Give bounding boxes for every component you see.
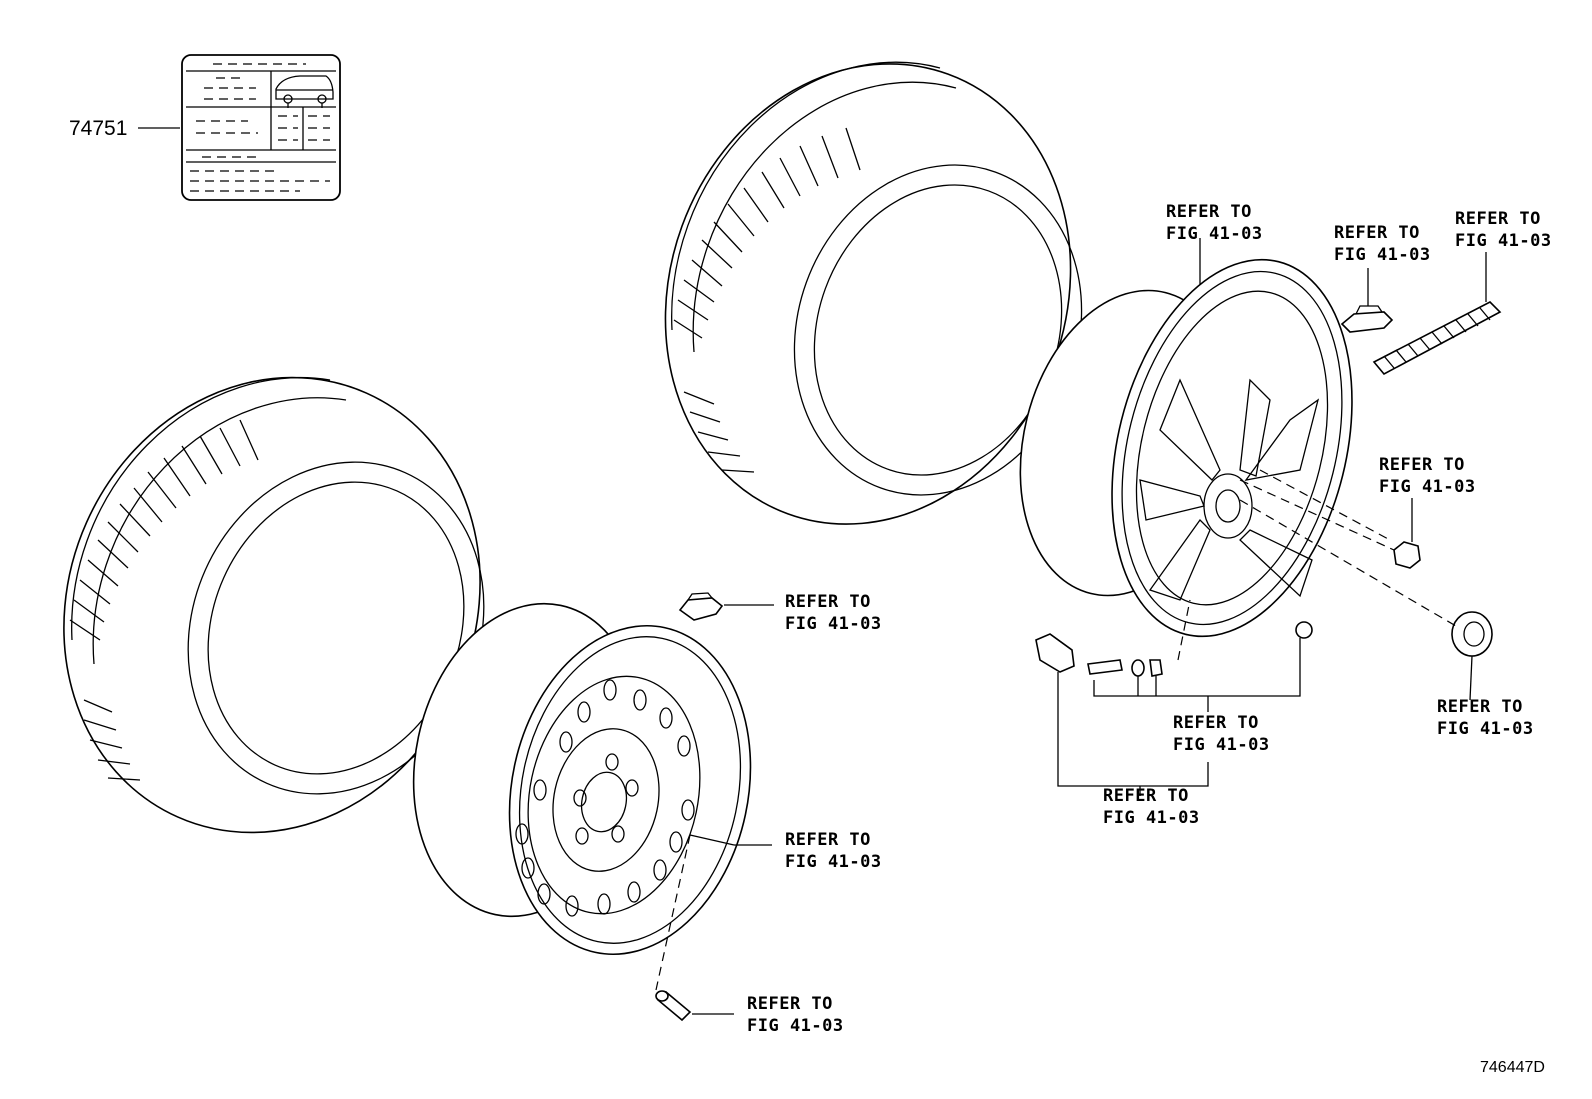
refer-label-valve-left[interactable]: REFER TO FIG 41-03 <box>747 994 844 1036</box>
refer-line1: REFER TO <box>1379 455 1465 475</box>
refer-label-hub-nut[interactable]: REFER TO FIG 41-03 <box>1379 455 1476 497</box>
refer-line1: REFER TO <box>785 830 871 850</box>
refer-line2: FIG 41-03 <box>1103 808 1200 828</box>
tpms-sensor-right[interactable] <box>1035 633 1075 673</box>
refer-line2: FIG 41-03 <box>1166 224 1263 244</box>
refer-line2: FIG 41-03 <box>785 852 882 872</box>
refer-label-steel-wheel[interactable]: REFER TO FIG 41-03 <box>785 830 882 872</box>
valve-nut[interactable] <box>1149 659 1163 677</box>
refer-line1: REFER TO <box>785 592 871 612</box>
tpms-sensor-left[interactable] <box>678 592 724 621</box>
refer-line1: REFER TO <box>1437 697 1523 717</box>
hub-nut[interactable] <box>1393 541 1421 569</box>
refer-label-center-cap[interactable]: REFER TO FIG 41-03 <box>1437 697 1534 739</box>
part-number-label[interactable]: 74751 <box>69 117 127 140</box>
refer-line1: REFER TO <box>1173 713 1259 733</box>
valve-cap[interactable] <box>1295 621 1313 639</box>
car-icon <box>275 75 334 108</box>
valve-stem-left[interactable] <box>655 990 692 1022</box>
refer-line2: FIG 41-03 <box>785 614 882 634</box>
refer-line2: FIG 41-03 <box>1437 719 1534 739</box>
refer-line1: REFER TO <box>1455 209 1541 229</box>
refer-label-tpms-left[interactable]: REFER TO FIG 41-03 <box>785 592 882 634</box>
refer-line2: FIG 41-03 <box>747 1016 844 1036</box>
refer-line2: FIG 41-03 <box>1173 735 1270 755</box>
refer-label-weight-adhesive[interactable]: REFER TO FIG 41-03 <box>1455 209 1552 251</box>
center-cap[interactable] <box>1451 611 1493 657</box>
drawing-code: 746447D <box>1480 1059 1545 1076</box>
alloy-wheel[interactable] <box>990 234 1389 662</box>
refer-line1: REFER TO <box>1103 786 1189 806</box>
refer-label-valve-right[interactable]: REFER TO FIG 41-03 <box>1173 713 1270 755</box>
valve-stem-right[interactable] <box>1087 659 1123 675</box>
refer-label-tpms-right[interactable]: REFER TO FIG 41-03 <box>1103 786 1200 828</box>
refer-line2: FIG 41-03 <box>1379 477 1476 497</box>
refer-line2: FIG 41-03 <box>1455 231 1552 251</box>
steel-wheel[interactable] <box>386 582 780 977</box>
refer-line1: REFER TO <box>1334 223 1420 243</box>
valve-washer[interactable] <box>1131 659 1145 677</box>
tire-pressure-label[interactable] <box>181 54 341 201</box>
refer-line1: REFER TO <box>747 994 833 1014</box>
wheel-weight-adhesive[interactable] <box>1372 301 1502 376</box>
refer-label-alloy-wheel[interactable]: REFER TO FIG 41-03 <box>1166 202 1263 244</box>
refer-line1: REFER TO <box>1166 202 1252 222</box>
refer-label-weight-clip[interactable]: REFER TO FIG 41-03 <box>1334 223 1431 265</box>
left-tire[interactable] <box>0 310 552 899</box>
wheel-weight-clip[interactable] <box>1340 305 1394 333</box>
refer-line2: FIG 41-03 <box>1334 245 1431 265</box>
